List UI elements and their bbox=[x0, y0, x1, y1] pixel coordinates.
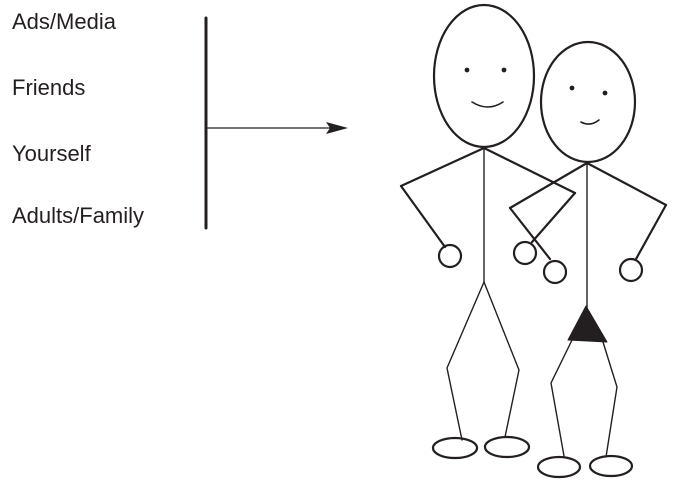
influence-label-adults-family: Adults/Family bbox=[12, 203, 145, 228]
arrow-right-icon bbox=[207, 122, 348, 134]
influence-list: Ads/Media Friends Yourself Adults/Family bbox=[0, 0, 200, 240]
influence-label-yourself: Yourself bbox=[12, 141, 91, 166]
boy-head bbox=[432, 3, 536, 149]
influence-label-friends: Friends bbox=[12, 75, 86, 100]
girl-head bbox=[539, 40, 637, 164]
stick-figure-boy-icon bbox=[399, 3, 577, 460]
stick-figure-girl-icon bbox=[508, 40, 668, 479]
influence-label-ads-media: Ads/Media bbox=[12, 9, 116, 34]
